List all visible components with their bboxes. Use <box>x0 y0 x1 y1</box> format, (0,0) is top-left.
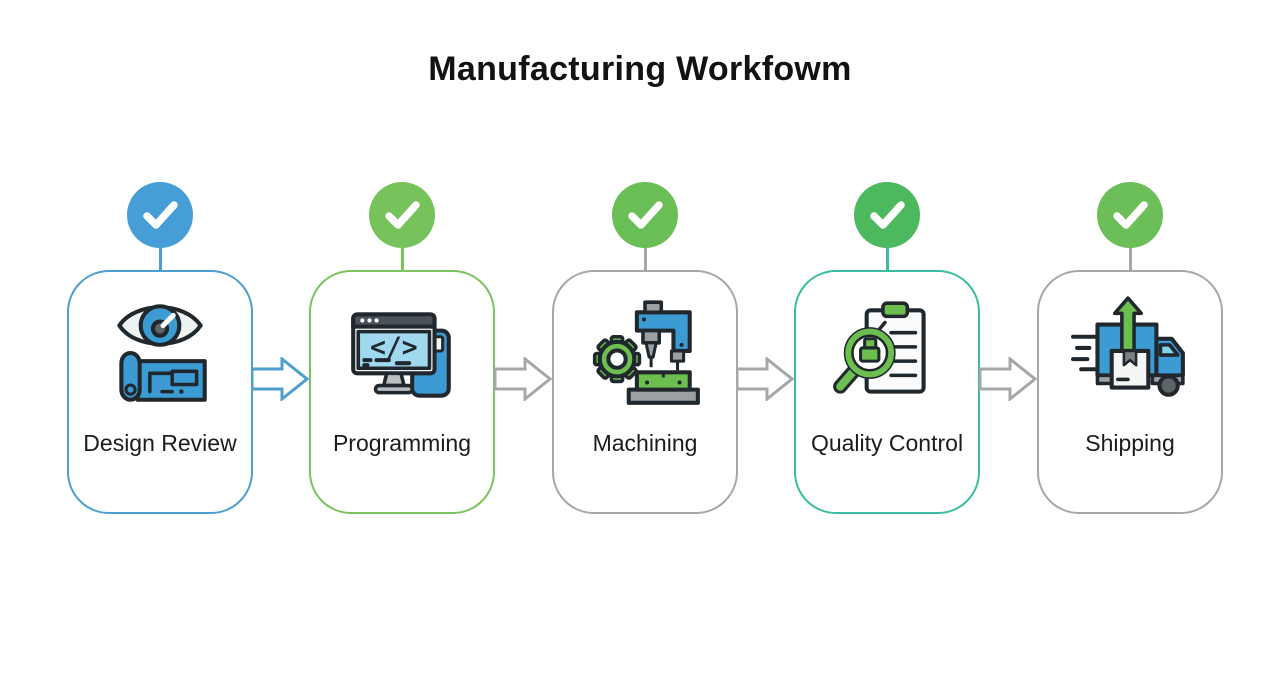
quality-control-icon <box>826 292 948 414</box>
step-programming: </> Programming <box>309 182 495 514</box>
connector-stem <box>1128 248 1132 270</box>
svg-text:</>: </> <box>370 332 418 363</box>
step-label: Quality Control <box>810 430 964 456</box>
check-circle-icon <box>369 182 435 248</box>
flow-arrow-icon <box>735 355 795 403</box>
design-review-icon <box>99 292 221 414</box>
step-label: Programming <box>332 430 472 456</box>
flow-arrow-icon <box>250 355 310 403</box>
flow-arrow-icon <box>493 355 553 403</box>
connector-stem <box>158 248 162 270</box>
connector-stem <box>643 248 647 270</box>
check-circle-icon <box>612 182 678 248</box>
step-machining: Machining <box>552 182 738 514</box>
step-card-programming: </> Programming <box>309 270 495 514</box>
step-shipping: Shipping <box>1037 182 1223 514</box>
check-circle-icon <box>854 182 920 248</box>
step-card-machining: Machining <box>552 270 738 514</box>
check-circle-icon <box>127 182 193 248</box>
connector-stem <box>885 248 889 270</box>
step-quality-control: Quality Control <box>794 182 980 514</box>
page-title: Manufacturing Workfowm <box>428 50 852 88</box>
step-card-shipping: Shipping <box>1037 270 1223 514</box>
step-card-quality-control: Quality Control <box>794 270 980 514</box>
flow-arrow-icon <box>978 355 1038 403</box>
connector-stem <box>400 248 404 270</box>
step-card-design-review: Design Review <box>67 270 253 514</box>
step-label: Shipping <box>1085 430 1175 456</box>
step-label: Machining <box>592 430 698 456</box>
check-circle-icon <box>1097 182 1163 248</box>
shipping-icon <box>1069 292 1191 414</box>
machining-icon <box>584 292 706 414</box>
programming-icon: </> <box>341 292 463 414</box>
step-design-review: Design Review <box>67 182 253 514</box>
step-label: Design Review <box>83 430 237 456</box>
